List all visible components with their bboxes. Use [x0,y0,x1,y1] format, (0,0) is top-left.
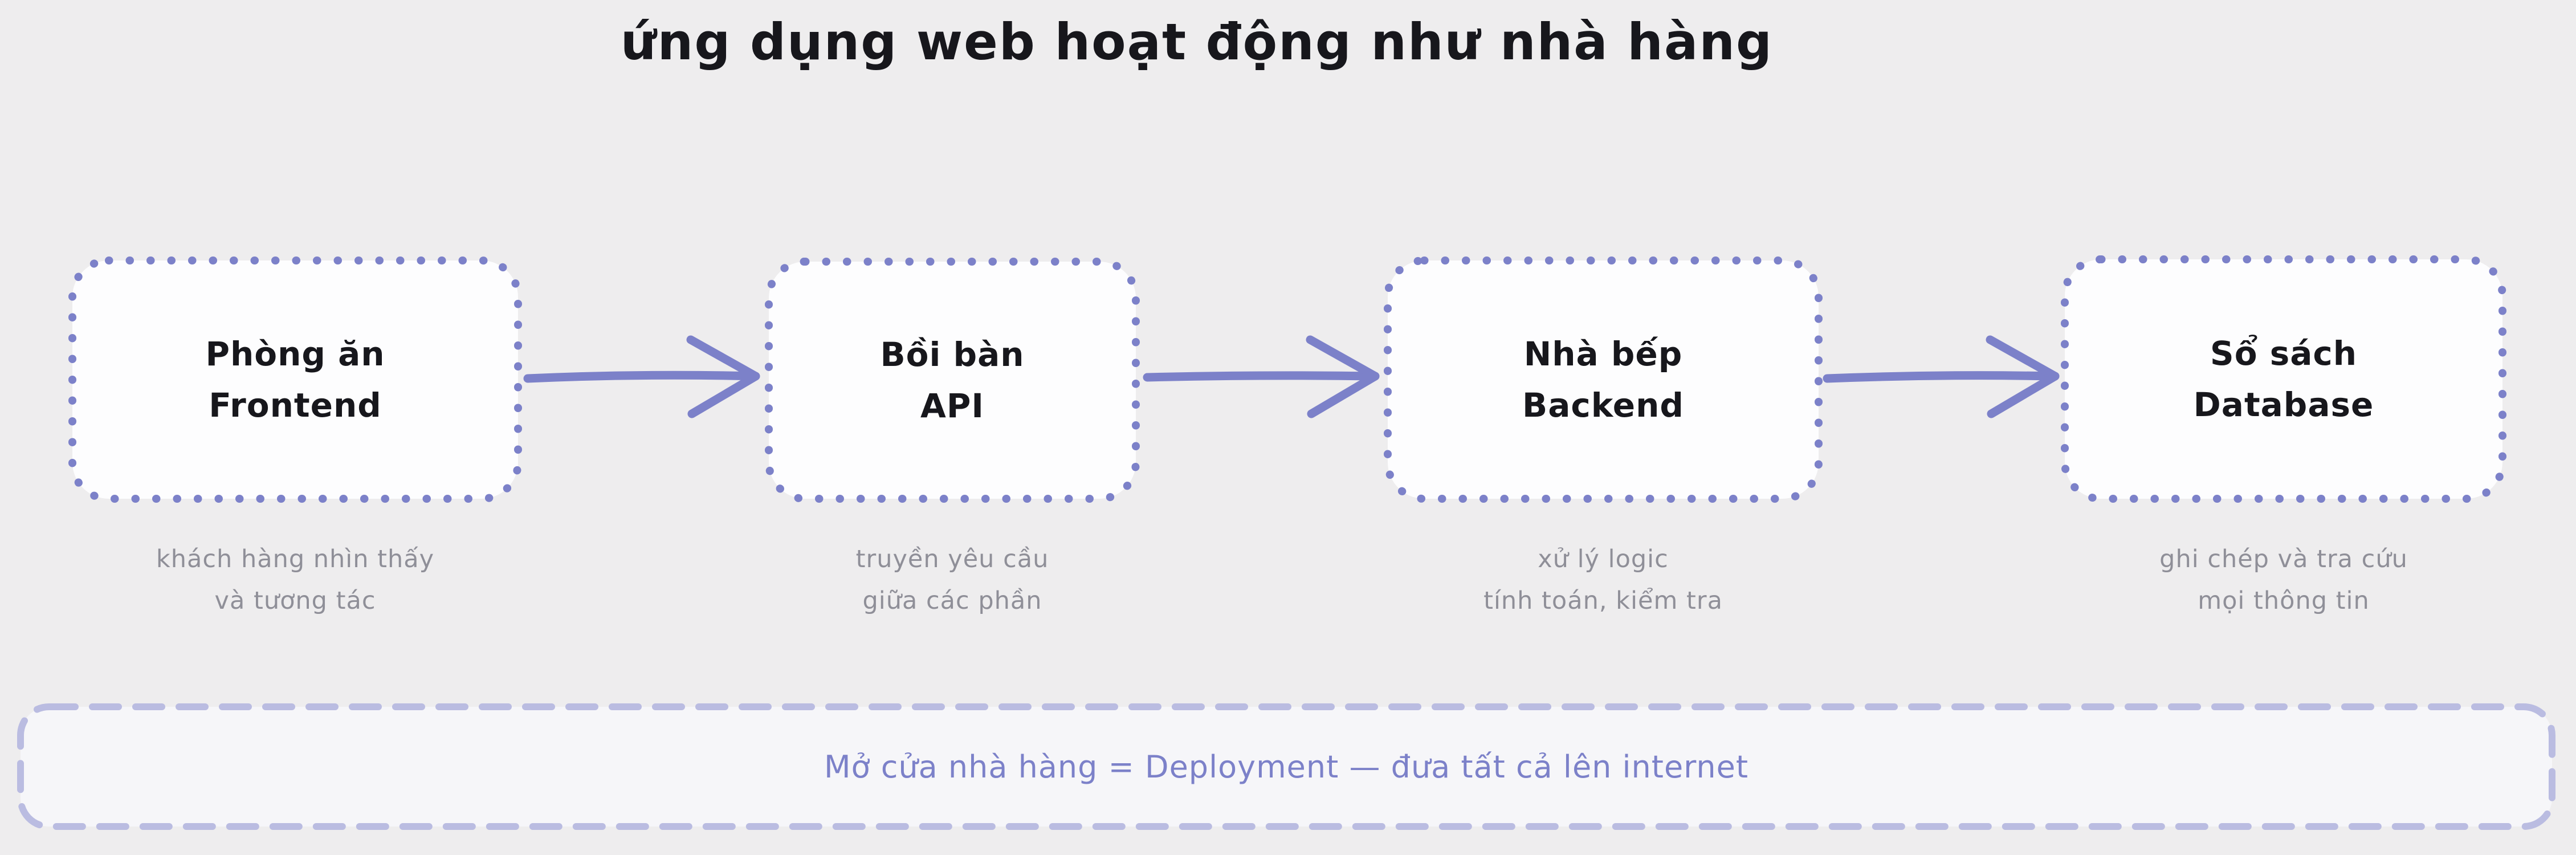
caption-line: và tương tác [214,586,376,615]
node-name: Nhà bếp [1523,335,1683,373]
dotted-border [2061,255,2506,503]
caption-database: ghi chép và tra cứu mọi thông tin [2027,540,2540,620]
caption-line: mọi thông tin [2198,586,2370,615]
caption-line: giữa các phần [862,586,1042,615]
arrow-frontend-to-api [523,335,760,418]
caption-backend: xử lý logic tính toán, kiểm tra [1347,540,1860,620]
caption-line: truyền yêu cầu [855,545,1049,573]
dotted-border [765,258,1140,503]
caption-api: truyền yêu cầu giữa các phần [696,540,1209,620]
node-label-frontend: Phòng ăn Frontend [67,255,523,504]
node-label-database: Sổ sách Database [2060,254,2508,504]
arrow-api-to-backend [1143,335,1380,418]
box-database: Sổ sách Database [2060,254,2508,504]
caption-line: khách hàng nhìn thấy [156,545,435,573]
box-frontend: Phòng ăn Frontend [67,255,523,504]
arrow-backend-to-database [1823,335,2060,418]
node-name: Phòng ăn [205,335,385,373]
box-api: Bồi bàn API [764,256,1141,504]
node-label-backend: Nhà bếp Backend [1383,255,1824,504]
node-tech: Backend [1522,386,1684,425]
box-backend: Nhà bếp Backend [1383,255,1824,504]
caption-frontend: khách hàng nhìn thấy và tương tác [39,540,552,620]
caption-line: ghi chép và tra cứu [2159,545,2408,573]
dotted-border [68,256,522,503]
deployment-banner-text: Mở cửa nhà hàng = Deployment — đưa tất c… [824,748,1749,785]
dotted-border [1384,256,1823,503]
node-tech: Frontend [209,386,382,425]
node-tech: API [920,386,984,425]
caption-line: tính toán, kiểm tra [1483,586,1723,615]
diagram-title: ứng dụng web hoạt động như nhà hàng [621,13,1773,71]
caption-line: xử lý logic [1538,545,1669,573]
node-tech: Database [2193,385,2374,424]
deployment-banner: Mở cửa nhà hàng = Deployment — đưa tất c… [16,702,2557,831]
node-name: Bồi bàn [880,335,1025,374]
node-name: Sổ sách [2210,334,2358,373]
node-label-api: Bồi bàn API [764,256,1141,504]
dashed-border [17,703,2555,830]
